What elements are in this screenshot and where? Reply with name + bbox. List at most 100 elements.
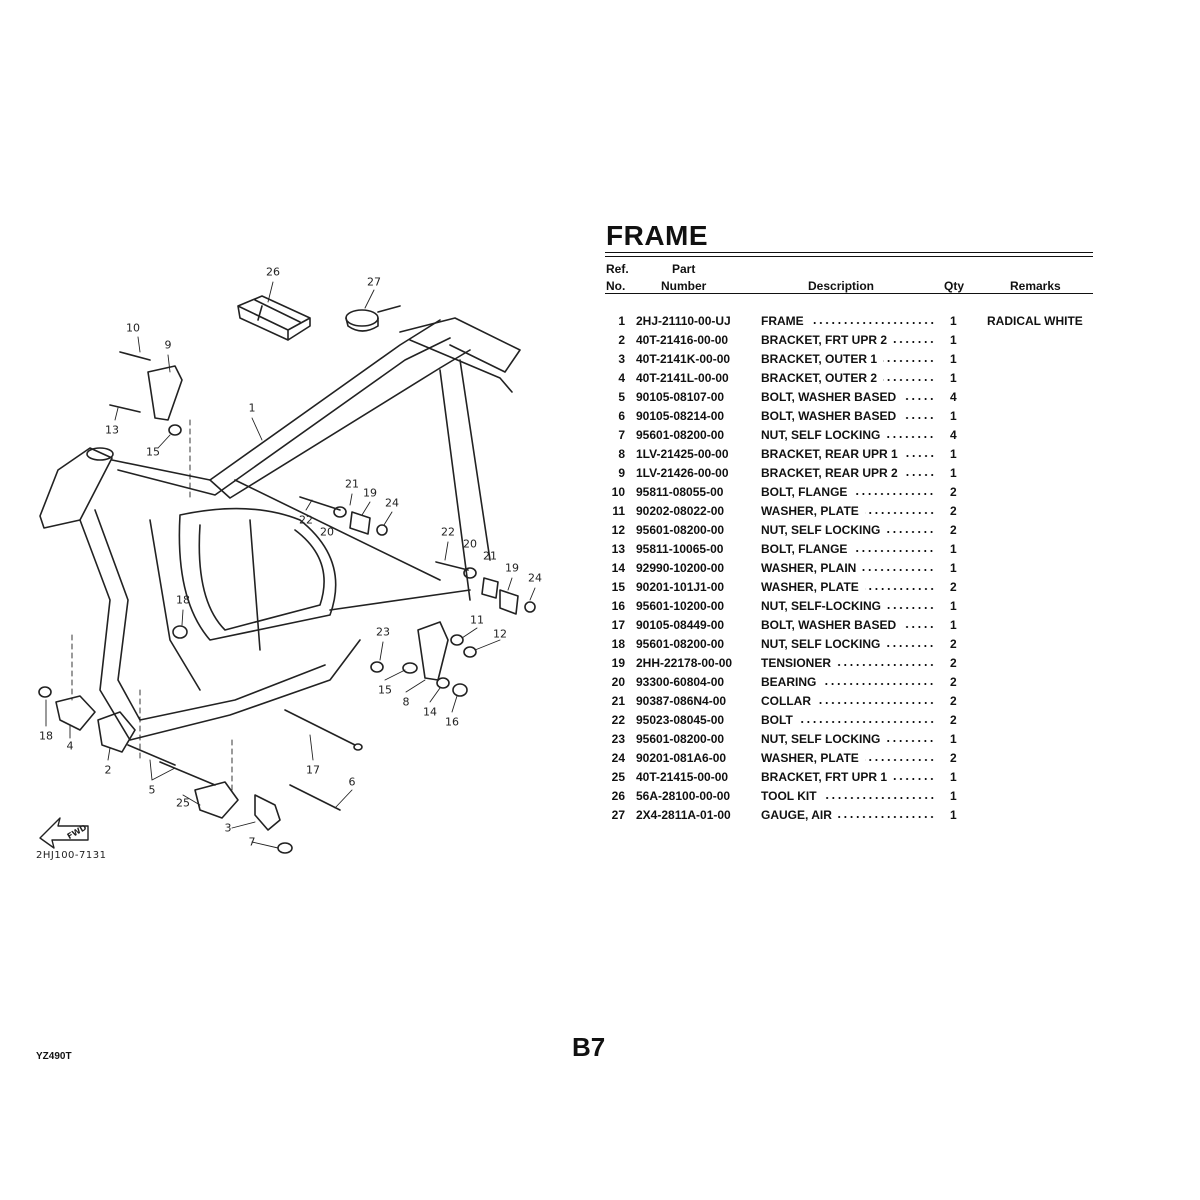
- part-number: 95811-10065-00: [636, 542, 724, 556]
- part-number: 95811-08055-00: [636, 485, 724, 499]
- dot-leader: [887, 606, 935, 610]
- frame-exploded-diagram: FWD: [0, 250, 580, 890]
- ref-no: 27: [611, 808, 625, 822]
- callout: 21: [345, 477, 359, 491]
- quantity: 1: [950, 447, 957, 461]
- description: WASHER, PLAIN: [761, 561, 937, 575]
- callout: 16: [445, 715, 459, 729]
- callout: 10: [126, 321, 140, 335]
- dot-leader: [864, 511, 935, 515]
- quantity: 1: [950, 561, 957, 575]
- description: COLLAR: [761, 694, 937, 708]
- description: BOLT, WASHER BASED: [761, 618, 937, 632]
- description-text: BRACKET, FRT UPR 1: [761, 770, 888, 784]
- ref-no: 6: [618, 409, 625, 423]
- callout: 9: [164, 338, 172, 352]
- callout: 21: [483, 549, 497, 563]
- part-number: 1LV-21425-00-00: [636, 447, 729, 461]
- description-text: WASHER, PLATE: [761, 751, 859, 765]
- ref-no: 2: [618, 333, 625, 347]
- description: TENSIONER: [761, 656, 937, 670]
- description-text: BRACKET, OUTER 1: [761, 352, 878, 366]
- quantity: 2: [950, 504, 957, 518]
- ref-no: 11: [612, 504, 625, 518]
- dot-leader: [886, 530, 935, 534]
- callout: 24: [385, 496, 399, 510]
- header-ref-1: Ref.: [606, 262, 629, 276]
- description: WASHER, PLATE: [761, 580, 937, 594]
- description-text: TOOL KIT: [761, 789, 817, 803]
- callout: 19: [363, 486, 377, 500]
- callout: 5: [148, 783, 156, 797]
- callout: 12: [493, 627, 507, 641]
- part-number: 90201-101J1-00: [636, 580, 725, 594]
- quantity: 2: [950, 485, 957, 499]
- callout: 15: [378, 683, 392, 697]
- description: BEARING: [761, 675, 937, 689]
- description-text: FRAME: [761, 314, 804, 328]
- callout: 8: [402, 695, 410, 709]
- quantity: 2: [950, 675, 957, 689]
- callout: 18: [176, 593, 190, 607]
- description-text: NUT, SELF LOCKING: [761, 637, 881, 651]
- callout: 3: [224, 821, 232, 835]
- dot-leader: [822, 682, 935, 686]
- quantity: 1: [950, 789, 957, 803]
- ref-no: 17: [611, 618, 625, 632]
- header-rule: [605, 293, 1093, 294]
- description-text: BOLT, FLANGE: [761, 485, 848, 499]
- part-number: 1LV-21426-00-00: [636, 466, 729, 480]
- dot-leader: [837, 663, 935, 667]
- ref-no: 13: [611, 542, 625, 556]
- quantity: 2: [950, 637, 957, 651]
- callout: 1: [248, 401, 256, 415]
- description-text: NUT, SELF LOCKING: [761, 523, 881, 537]
- dot-leader: [886, 644, 935, 648]
- ref-no: 15: [611, 580, 625, 594]
- description-text: BRACKET, OUTER 2: [761, 371, 878, 385]
- dot-leader: [883, 359, 935, 363]
- dot-leader: [902, 416, 935, 420]
- part-number: 90201-081A6-00: [636, 751, 727, 765]
- description-text: BOLT, WASHER BASED: [761, 390, 897, 404]
- page-title: FRAME: [606, 220, 709, 251]
- quantity: 2: [950, 656, 957, 670]
- ref-no: 24: [611, 751, 625, 765]
- callout: 13: [105, 423, 119, 437]
- description-text: COLLAR: [761, 694, 811, 708]
- header-description: Description: [808, 279, 875, 293]
- header-ref-2: No.: [606, 279, 626, 293]
- quantity: 2: [950, 694, 957, 708]
- part-number: 92990-10200-00: [636, 561, 725, 575]
- part-number: 40T-2141L-00-00: [636, 371, 729, 385]
- part-number: 95601-08200-00: [636, 637, 725, 651]
- description: BOLT, FLANGE: [761, 542, 937, 556]
- dot-leader: [853, 549, 935, 553]
- description: BOLT, WASHER BASED: [761, 390, 937, 404]
- description-text: GAUGE, AIR: [761, 808, 832, 822]
- part-number: 90202-08022-00: [636, 504, 725, 518]
- description: NUT, SELF-LOCKING: [761, 599, 937, 613]
- description: BOLT, FLANGE: [761, 485, 937, 499]
- title-rule: [605, 256, 1093, 257]
- diagram-code: 2HJ100-7131: [36, 850, 107, 861]
- part-number: 2HJ-21110-00-UJ: [636, 314, 731, 328]
- description: BRACKET, REAR UPR 1: [761, 447, 937, 461]
- part-number: 40T-21415-00-00: [636, 770, 729, 784]
- description-text: BOLT, FLANGE: [761, 542, 848, 556]
- dot-leader: [864, 758, 935, 762]
